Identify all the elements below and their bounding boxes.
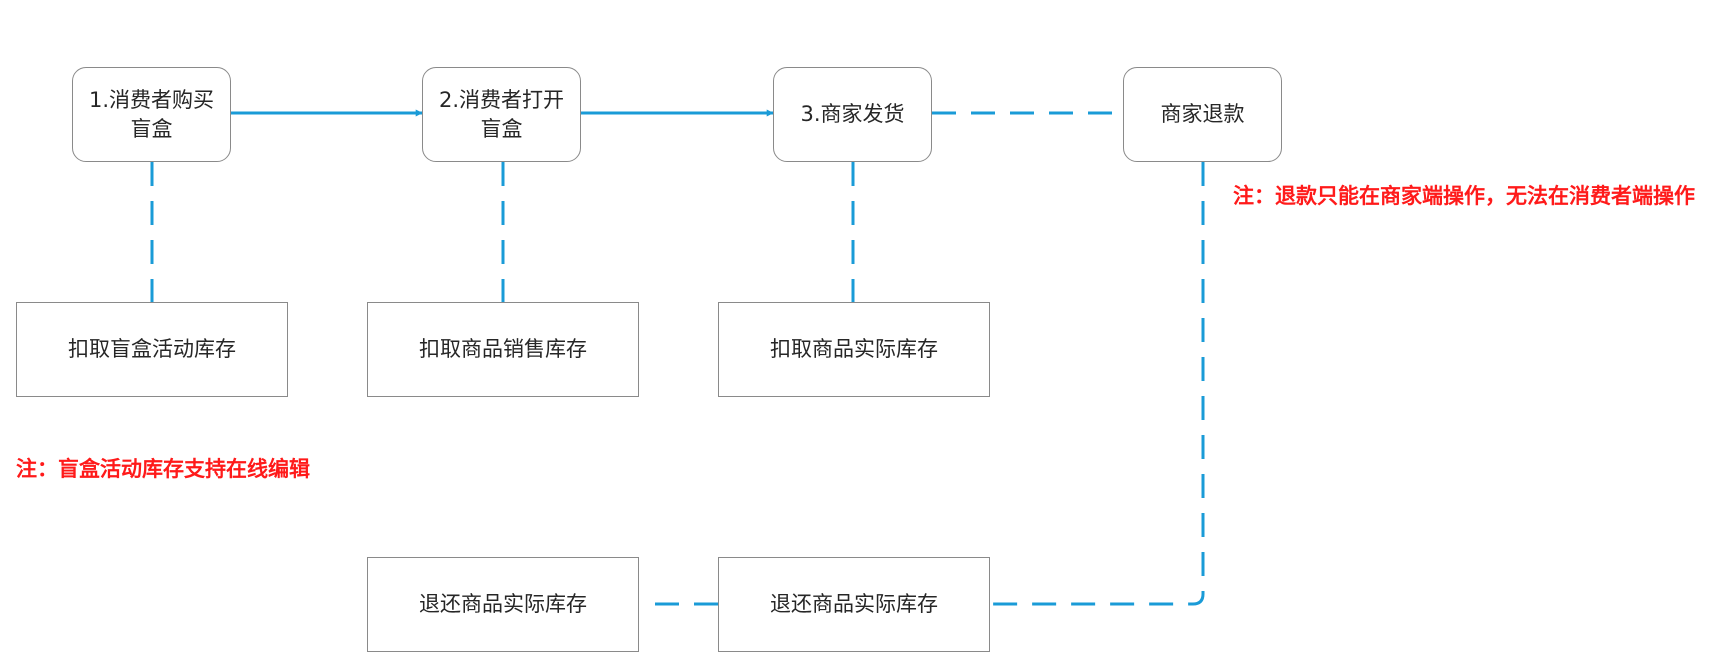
step-buy-label: 1.消费者购买盲盒: [88, 87, 215, 141]
box-return-actual-stock-right: 退还商品实际库存: [718, 557, 990, 652]
step-merchant-refund: 商家退款: [1123, 67, 1282, 162]
box-deduct-activity-label: 扣取盲盒活动库存: [68, 337, 236, 361]
box-deduct-sales-stock: 扣取商品销售库存: [367, 302, 639, 397]
step-open-label: 2.消费者打开盲盒: [438, 87, 565, 141]
box-deduct-actual-stock: 扣取商品实际库存: [718, 302, 990, 397]
step-buy-blind-box: 1.消费者购买盲盒: [72, 67, 231, 162]
box-deduct-actual-label: 扣取商品实际库存: [770, 337, 938, 361]
step-refund-label: 商家退款: [1160, 102, 1245, 126]
note-activity-stock-editable: 注：盲盒活动库存支持在线编辑: [16, 457, 310, 481]
step-open-blind-box: 2.消费者打开盲盒: [422, 67, 581, 162]
box-return-left-label: 退还商品实际库存: [419, 592, 587, 616]
dash-refund-to-return: [992, 162, 1205, 606]
step-ship-label: 3.商家发货: [800, 102, 905, 126]
box-deduct-sales-label: 扣取商品销售库存: [419, 337, 587, 361]
step-merchant-ship: 3.商家发货: [773, 67, 932, 162]
box-deduct-activity-stock: 扣取盲盒活动库存: [16, 302, 288, 397]
box-return-right-label: 退还商品实际库存: [770, 592, 938, 616]
box-return-actual-stock-left: 退还商品实际库存: [367, 557, 639, 652]
note-refund-merchant-only: 注：退款只能在商家端操作，无法在消费者端操作: [1233, 184, 1695, 208]
